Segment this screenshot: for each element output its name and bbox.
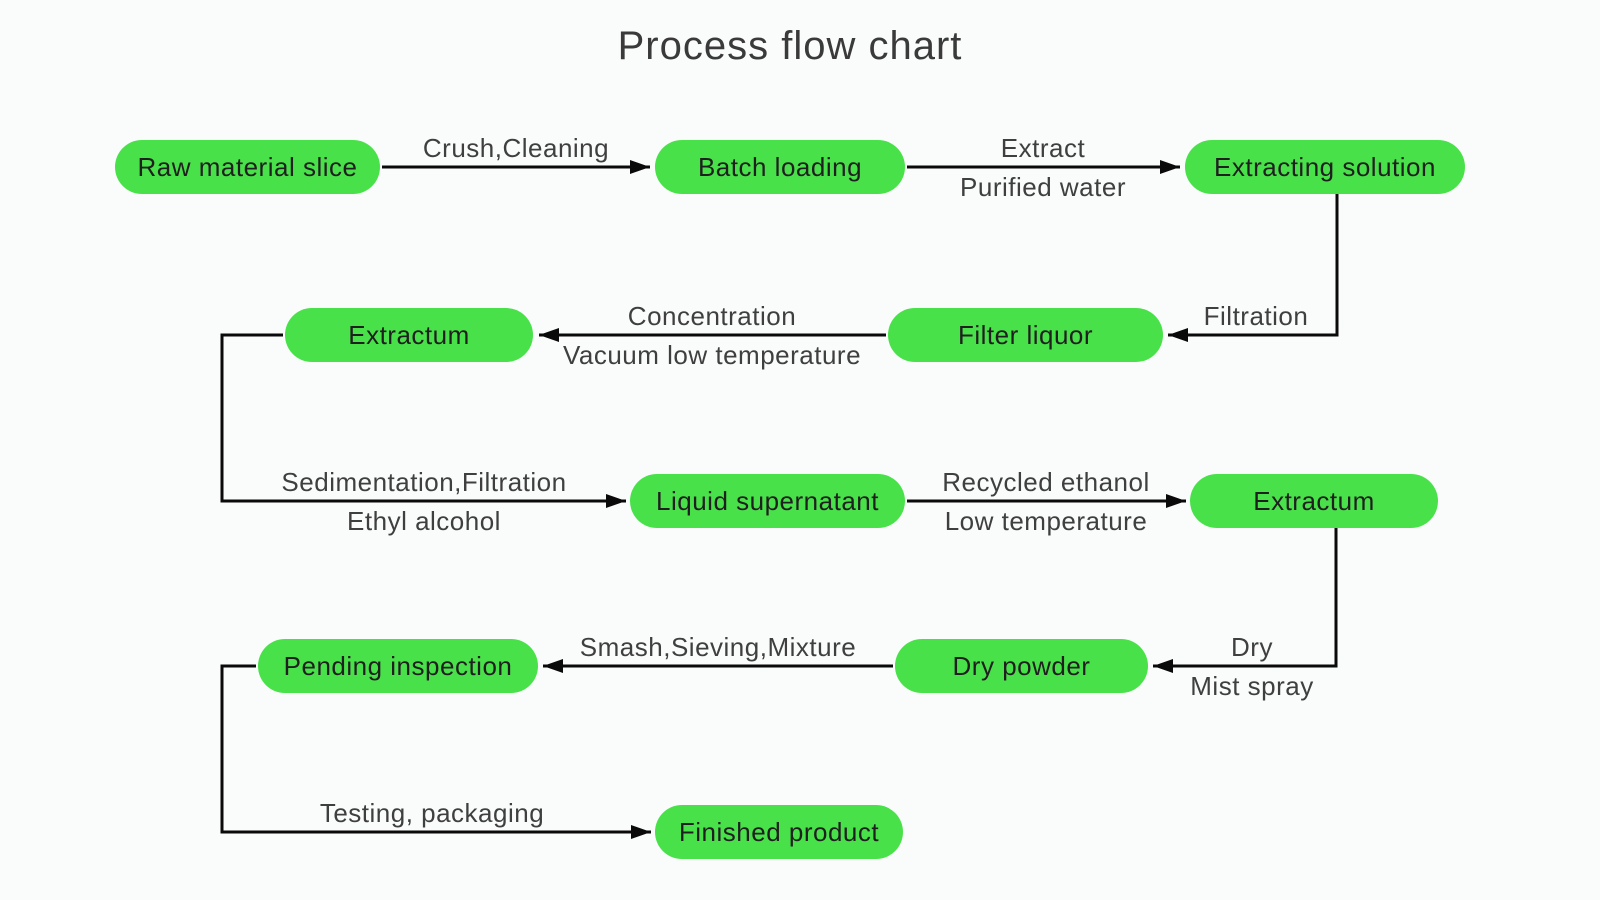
node-batch-loading: Batch loading [655,140,905,194]
node-extracting-solution: Extracting solution [1185,140,1465,194]
node-label: Extractum [1253,485,1375,516]
edge-extracting-solution-to-filter-liquor [1168,194,1339,342]
edge-label-recycled-ethanol: Recycled ethanol [942,467,1150,497]
node-label: Liquid supernatant [656,485,879,516]
edge-label-dry: Dry [1231,632,1273,662]
node-finished-product: Finished product [655,805,903,859]
node-label: Pending inspection [283,650,513,681]
node-dry-powder: Dry powder [895,639,1148,693]
edge-label-low-temperature: Low temperature [944,506,1148,536]
node-label: Raw material slice [137,151,358,182]
node-raw-material-slice: Raw material slice [115,140,380,194]
node-label: Filter liquor [957,319,1094,350]
edge-label-smash-sieving-mixture: Smash,Sieving,Mixture [579,632,857,662]
edge-pending-inspection-to-finished-product [220,664,651,839]
node-label: Extracting solution [1214,151,1436,182]
node-liquid-supernatant: Liquid supernatant [630,474,905,528]
node-label: Finished product [678,816,880,847]
edge-label-sedimentation-filtration: Sedimentation,Filtration [281,467,567,497]
edge-extractum-1-to-liquid-supernatant [220,333,626,508]
edge-label-filtration: Filtration [1203,301,1309,331]
chart-title: Process flow chart [617,24,963,68]
edge-label-ethyl-alcohol: Ethyl alcohol [347,506,501,536]
edge-label-testing-packaging: Testing, packaging [319,798,545,828]
node-label: Batch loading [697,151,863,182]
edge-label-vacuum-low-temperature: Vacuum low temperature [562,340,862,370]
node-filter-liquor: Filter liquor [888,308,1163,362]
edge-extractum-2-to-dry-powder [1153,528,1338,673]
edge-label-concentration: Concentration [627,301,797,331]
node-extractum-2: Extractum [1190,474,1438,528]
node-extractum-1: Extractum [285,308,533,362]
node-label: Extractum [348,319,470,350]
edge-label-mist-spray: Mist spray [1190,671,1314,701]
edge-label-purified-water: Purified water [960,172,1126,202]
edge-label-extract: Extract [1000,133,1086,163]
edge-label-crush-cleaning: Crush,Cleaning [422,133,610,163]
node-pending-inspection: Pending inspection [258,639,538,693]
node-label: Dry powder [952,650,1091,681]
